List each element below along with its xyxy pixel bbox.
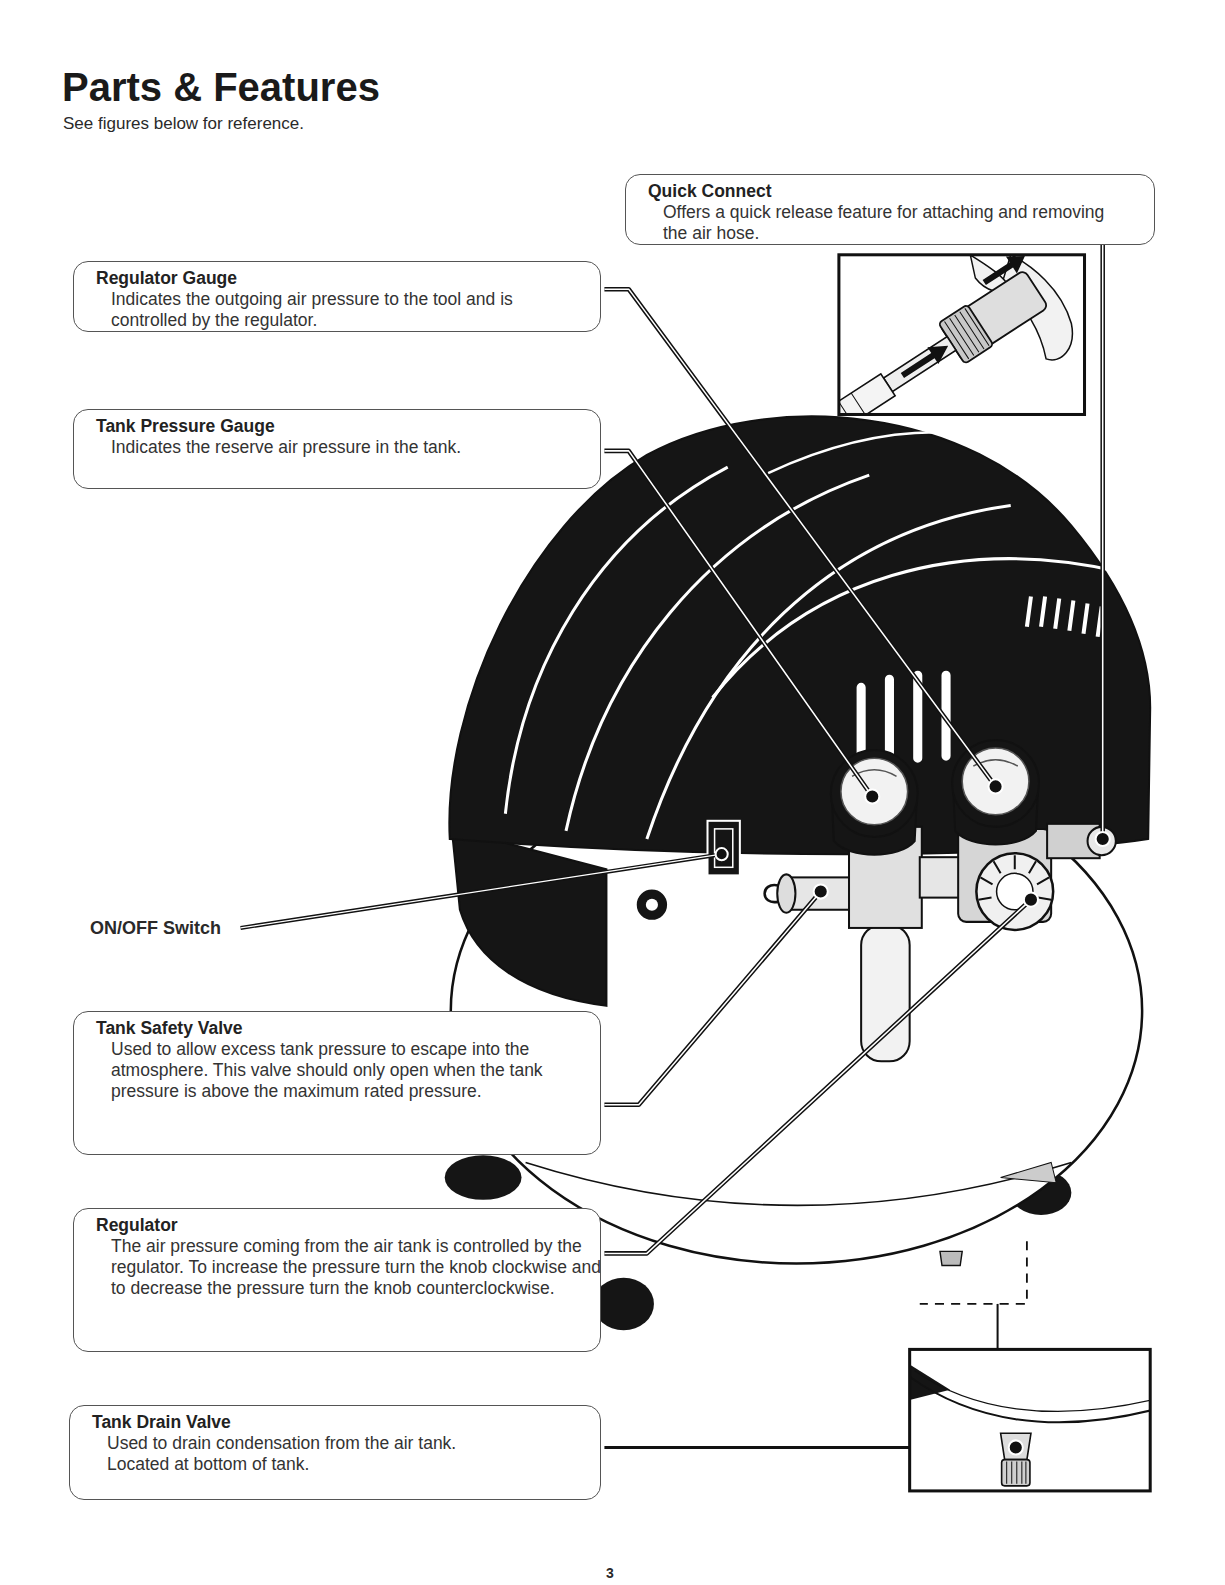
leader-line <box>604 892 820 1105</box>
callout-heading: Regulator Gauge <box>74 268 600 289</box>
hose-fitting <box>839 374 895 415</box>
knob-knurl <box>1007 1462 1026 1484</box>
callout-heading: Tank Safety Valve <box>74 1018 600 1039</box>
leader-dot <box>1024 893 1038 907</box>
drain-valve <box>940 1251 962 1265</box>
callout-heading: Tank Drain Valve <box>70 1412 600 1433</box>
callout-box: Tank Pressure GaugeIndicates the reserve… <box>73 409 601 489</box>
dashed-leader <box>920 1241 1027 1304</box>
rubber-foot <box>593 1278 654 1331</box>
tank-bottom <box>910 1377 1151 1423</box>
plug <box>884 337 956 392</box>
leader-line-core <box>1102 243 1104 837</box>
safety-valve-ring <box>765 885 779 902</box>
drain-valve-body <box>1001 1433 1031 1459</box>
leader-line <box>1100 243 1105 837</box>
safety-valve <box>777 874 795 912</box>
quick-connect-inset <box>839 255 1072 415</box>
vent-slots <box>1027 596 1102 636</box>
callout-text: The air pressure coming from the air tan… <box>74 1236 605 1299</box>
callout-heading: Quick Connect <box>626 181 1154 202</box>
callout-text: Offers a quick release feature for attac… <box>626 202 1125 244</box>
reset-button <box>636 889 668 921</box>
page-number: 3 <box>606 1562 614 1584</box>
cooling-fins <box>861 675 946 758</box>
callout-box: Quick ConnectOffers a quick release feat… <box>625 174 1155 245</box>
shroud-skirt <box>452 829 607 1006</box>
callout-box: Tank Safety ValveUsed to allow excess ta… <box>73 1011 601 1155</box>
shroud-stripe <box>566 475 869 831</box>
leader-dots <box>716 779 1110 906</box>
leader-line <box>241 854 722 928</box>
tank-foot-edge <box>910 1365 950 1400</box>
subtitle-text: See figures below for reference. <box>63 113 304 135</box>
tank-pressure-gauge <box>831 750 918 837</box>
callout-text: Used to allow excess tank pressure to es… <box>74 1039 569 1102</box>
quick-connect-port <box>1088 827 1116 855</box>
rubber-foot <box>445 1155 522 1199</box>
leader-dot <box>988 779 1002 793</box>
leader-line-core <box>604 451 872 797</box>
switch-rocker <box>715 829 733 867</box>
leader-line-core <box>241 854 722 928</box>
callout-box: RegulatorThe air pressure coming from th… <box>73 1208 601 1352</box>
callout-heading: Regulator <box>74 1215 600 1236</box>
inset-frame <box>839 255 1085 415</box>
page-title: Parts & Features <box>62 64 380 110</box>
callout-box: Tank Drain ValveUsed to drain condensati… <box>69 1405 601 1500</box>
tank-bottom-edge <box>915 1371 1150 1412</box>
drain-valve-knob <box>1002 1460 1030 1486</box>
leader-dot <box>1096 832 1110 846</box>
outlet-pipe <box>861 925 910 1061</box>
reset-button-center <box>646 899 658 911</box>
fitting-thread <box>839 393 866 414</box>
inset-frame <box>910 1349 1151 1491</box>
pull-arrow <box>979 255 1031 291</box>
leader-dot <box>716 848 728 860</box>
leader-dot <box>814 884 828 898</box>
drain-valve-inset <box>910 1365 1151 1486</box>
leader-dot <box>865 789 879 803</box>
leader-dot <box>1009 1440 1023 1454</box>
tank-seam <box>526 1162 1072 1205</box>
callout-text: Indicates the reserve air pressure in th… <box>74 437 593 458</box>
leader-line-core <box>604 892 820 1105</box>
part-label: ON/OFF Switch <box>90 917 221 939</box>
callout-text: Used to drain condensation from the air … <box>70 1433 507 1475</box>
callout-text: Indicates the outgoing air pressure to t… <box>74 289 593 331</box>
callout-box: Regulator GaugeIndicates the outgoing ai… <box>73 261 601 332</box>
regulator-knob <box>976 853 1053 930</box>
inset-leader <box>997 1304 999 1349</box>
callout-heading: Tank Pressure Gauge <box>74 416 600 437</box>
leader-line-core <box>604 900 1031 1254</box>
shroud-stripe <box>768 432 950 473</box>
regulator-gauge <box>952 740 1039 827</box>
tank-bracket <box>1001 1162 1057 1182</box>
push-arrow <box>897 337 954 384</box>
on-off-switch <box>708 821 740 876</box>
shroud-stripe <box>505 467 727 814</box>
coupler <box>839 255 1056 415</box>
leader-line <box>604 451 872 797</box>
leader-line <box>604 900 1031 1254</box>
